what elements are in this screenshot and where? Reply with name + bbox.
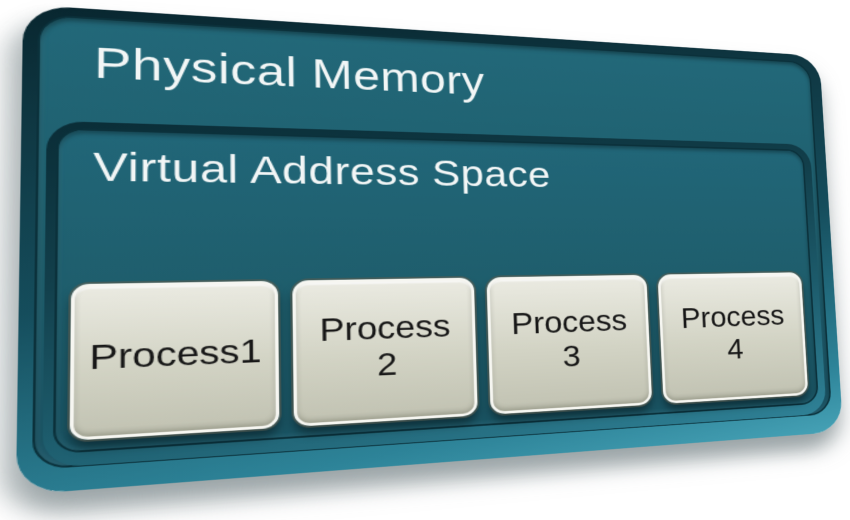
process-1-label: Process1 [89,333,262,384]
virtual-address-space-box: Virtual Address Space Process1 Process 2… [53,128,819,454]
process-3-box: Process 3 [486,275,652,415]
process-1-box: Process1 [70,281,280,441]
memory-diagram: Physical Memory Virtual Address Space Pr… [32,14,832,470]
process-4-box: Process 4 [658,272,809,404]
process-4-label: Process 4 [680,300,787,373]
process-2-label: Process 2 [319,309,452,392]
process-2-box: Process 2 [292,278,477,427]
process-3-label: Process 3 [511,304,630,382]
